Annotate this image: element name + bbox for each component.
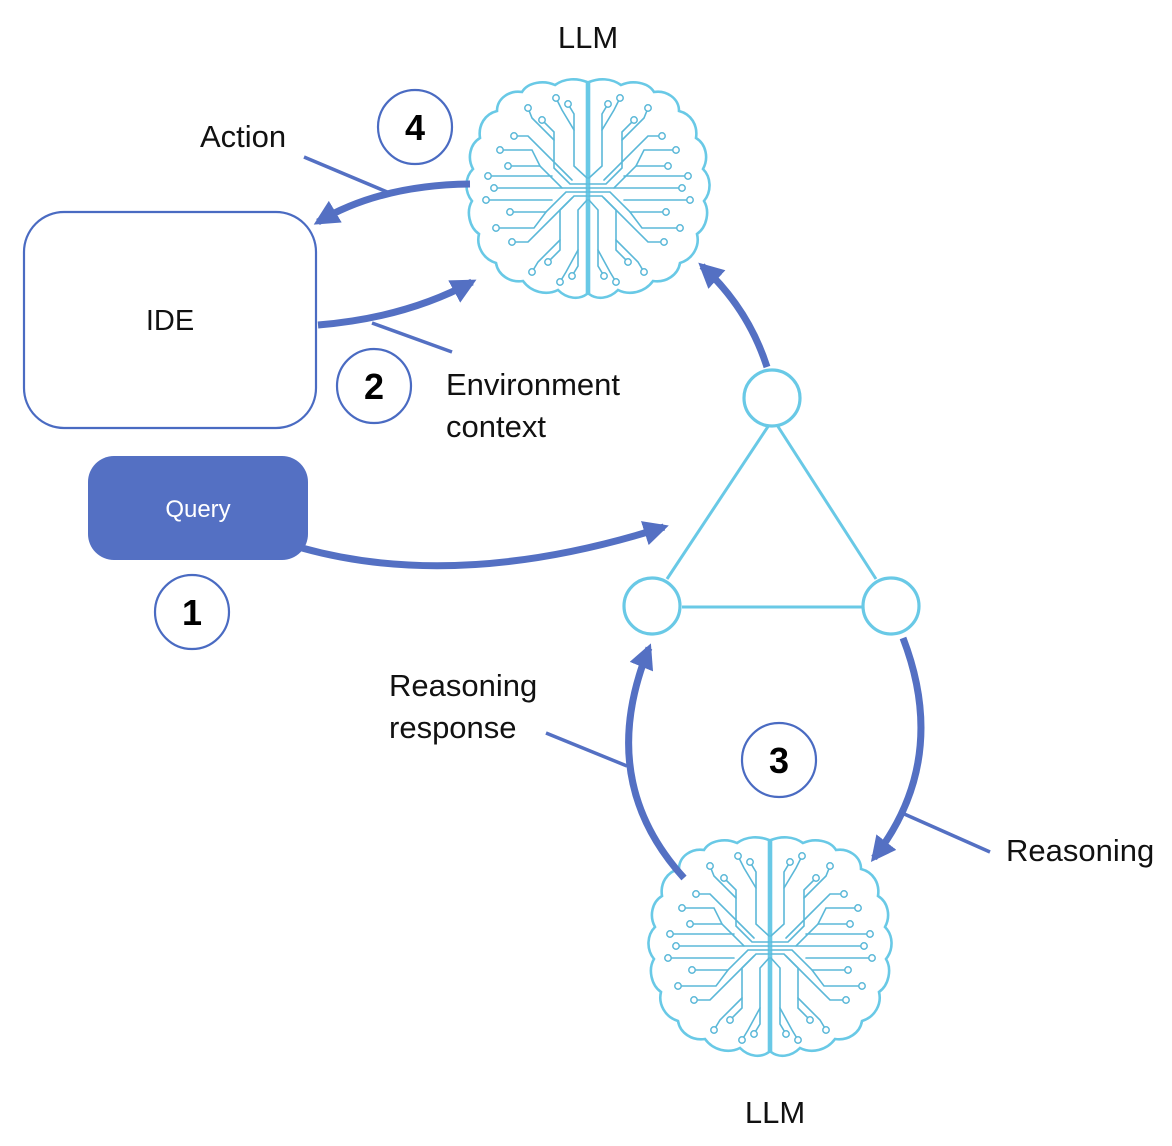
triangle-node-left (622, 576, 682, 636)
query-arrow (301, 521, 669, 570)
query-box (88, 456, 308, 560)
action-label: Action (200, 119, 286, 154)
step-4-badge: 4 (376, 88, 454, 166)
action-arrow (313, 180, 471, 226)
triangle-node-right (861, 576, 921, 636)
reasoning-triangle (622, 368, 921, 636)
svg-text:4: 4 (405, 107, 425, 148)
svg-text:1: 1 (182, 592, 202, 633)
triangle-to-llm-arrow (698, 262, 771, 369)
ide-box (22, 210, 318, 430)
triangle-node-top (742, 368, 802, 428)
query-label: Query (165, 496, 230, 523)
reasoning-response-label-line1: Reasoning (389, 668, 537, 703)
environment-label-line1: Environment (446, 367, 620, 402)
reasoning-response-arrow (625, 643, 687, 881)
step-3-badge: 3 (740, 721, 818, 799)
ide-label: IDE (146, 305, 194, 337)
llm-top-label: LLM (558, 20, 618, 55)
reasoning-response-label-line2: response (389, 710, 517, 745)
reasoning-response-leader (545, 731, 628, 768)
step-1-badge: 1 (153, 573, 231, 651)
svg-text:2: 2 (364, 366, 384, 407)
llm-top-brain-icon (466, 79, 709, 297)
step-2-badge: 2 (335, 347, 413, 425)
action-leader (303, 155, 393, 196)
environment-leader (371, 321, 453, 354)
llm-bottom-brain-icon (648, 837, 891, 1055)
llm-bottom-label: LLM (745, 1095, 805, 1130)
reasoning-label: Reasoning (1006, 833, 1154, 868)
environment-context-arrow (317, 278, 477, 329)
environment-label-line2: context (446, 409, 546, 444)
reasoning-arrow (870, 636, 925, 862)
svg-text:3: 3 (769, 740, 789, 781)
reasoning-leader (901, 811, 991, 854)
